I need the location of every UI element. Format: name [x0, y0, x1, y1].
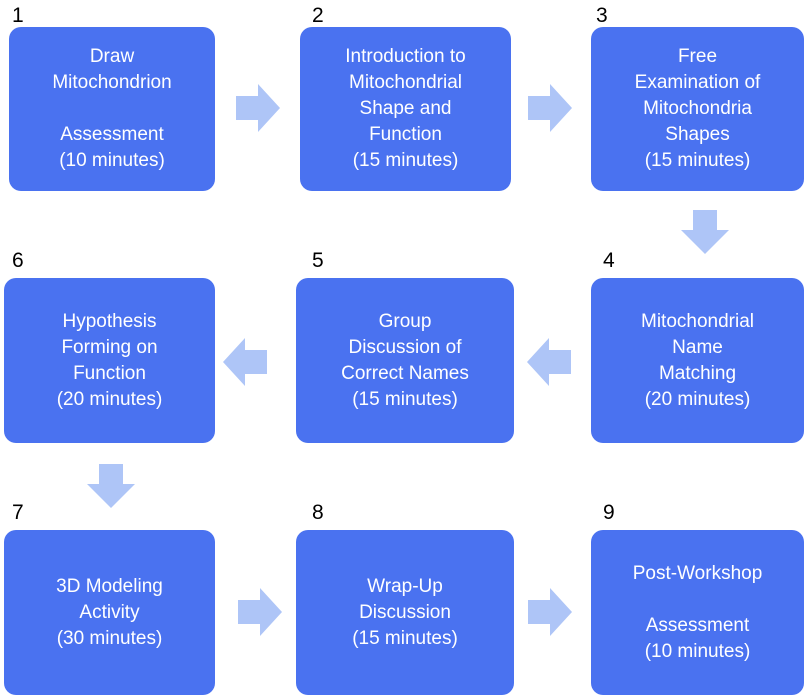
- step-2-line: (15 minutes): [352, 150, 459, 171]
- arrow-left-icon: [223, 338, 267, 386]
- step-box-4: Mitochondrial Name Matching (20 minutes): [591, 278, 804, 443]
- step-1-line: Assessment: [60, 124, 164, 145]
- step-2-line: Function: [369, 124, 442, 145]
- step-number-9: 9: [603, 501, 615, 524]
- step-6-line: (20 minutes): [56, 388, 163, 410]
- step-8-line: (15 minutes): [352, 627, 458, 649]
- step-3-line: Shapes: [665, 124, 730, 145]
- step-6-line: Function: [73, 362, 146, 384]
- step-number-6: 6: [12, 249, 24, 272]
- step-4-line: Name: [672, 336, 723, 358]
- step-6-line: Hypothesis: [62, 310, 157, 332]
- step-5-line: Correct Names: [341, 362, 469, 384]
- step-1-line: (10 minutes): [59, 150, 165, 171]
- step-3-line: (15 minutes): [644, 150, 751, 171]
- step-7-line: Activity: [79, 601, 140, 623]
- step-box-6: Hypothesis Forming on Function (20 minut…: [4, 278, 215, 443]
- arrow-right-icon: [236, 84, 280, 132]
- step-9-line: Post-Workshop: [632, 563, 763, 584]
- arrow-right-icon: [238, 588, 282, 636]
- arrow-right-icon: [528, 588, 572, 636]
- step-2-line: Mitochondrial: [349, 72, 462, 93]
- step-5-line: (15 minutes): [352, 388, 458, 410]
- step-box-2: Introduction to Mitochondrial Shape and …: [300, 27, 511, 191]
- step-8-line: Wrap-Up: [367, 575, 443, 597]
- step-8-line: Discussion: [359, 601, 451, 623]
- step-6-line: Forming on: [61, 336, 158, 358]
- step-3-line: Free: [677, 46, 718, 67]
- step-2-line: Introduction to: [345, 46, 466, 67]
- arrow-down-icon: [87, 464, 135, 508]
- step-number-2: 2: [312, 4, 324, 27]
- step-3-line: Examination of: [634, 72, 761, 93]
- step-4-line: (20 minutes): [644, 388, 751, 410]
- step-3-line: Mitochondria: [643, 98, 752, 119]
- step-number-8: 8: [312, 501, 324, 524]
- step-box-7: 3D Modeling Activity (30 minutes): [4, 530, 215, 695]
- step-number-5: 5: [312, 249, 324, 272]
- step-number-7: 7: [12, 501, 24, 524]
- arrow-right-icon: [528, 84, 572, 132]
- step-4-line: Mitochondrial: [641, 310, 754, 332]
- step-7-line: 3D Modeling: [56, 575, 163, 597]
- step-box-9: Post-Workshop Assessment (10 minutes): [591, 530, 804, 695]
- step-1-line: Mitochondrion: [52, 72, 172, 93]
- step-4-line: Matching: [658, 362, 737, 384]
- step-box-5: Group Discussion of Correct Names (15 mi…: [296, 278, 514, 443]
- step-number-3: 3: [596, 4, 608, 27]
- step-5-line: Group: [378, 310, 432, 332]
- step-number-1: 1: [12, 4, 24, 27]
- step-5-line: Discussion of: [348, 336, 462, 358]
- arrow-left-icon: [527, 338, 571, 386]
- step-box-8: Wrap-Up Discussion (15 minutes): [296, 530, 514, 695]
- step-2-line: Shape and: [359, 98, 452, 119]
- step-7-line: (30 minutes): [56, 627, 163, 649]
- step-box-3: Free Examination of Mitochondria Shapes …: [591, 27, 804, 191]
- step-number-4: 4: [603, 249, 615, 272]
- step-1-line: Draw: [89, 46, 135, 67]
- step-9-line: (10 minutes): [644, 641, 751, 662]
- arrow-down-icon: [681, 210, 729, 254]
- step-9-line: Assessment: [645, 615, 750, 636]
- step-box-1: Draw Mitochondrion Assessment (10 minute…: [9, 27, 215, 191]
